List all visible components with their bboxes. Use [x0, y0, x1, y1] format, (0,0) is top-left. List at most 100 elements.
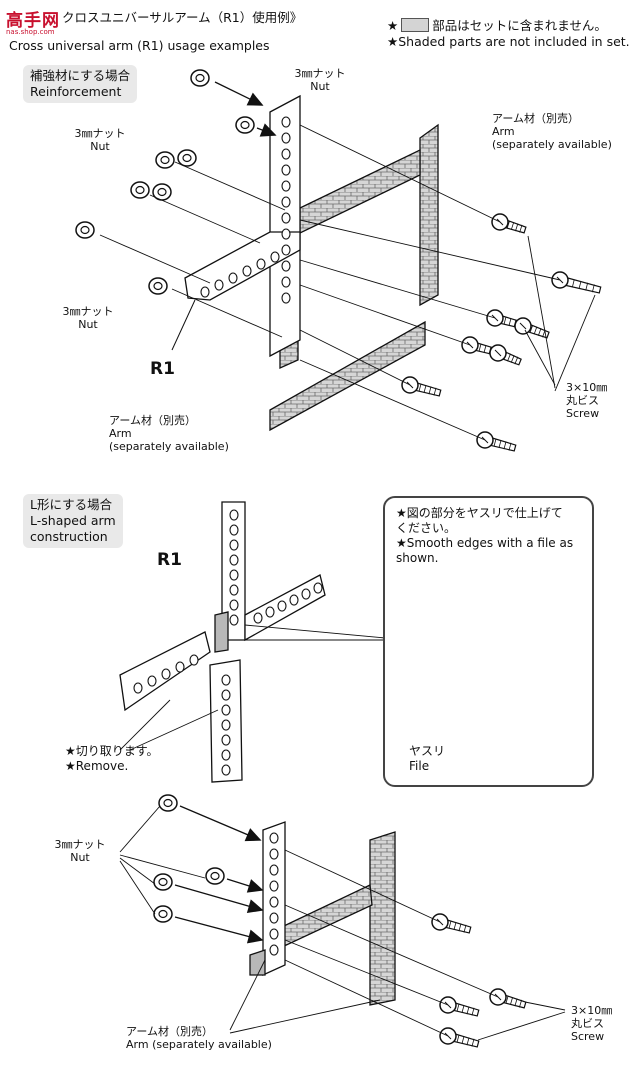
- screw-s1-5-thread: [498, 440, 502, 448]
- nut-s1-1-hole: [240, 120, 250, 130]
- guide-line-s3-0: [284, 849, 441, 923]
- removed-hole: [221, 764, 231, 776]
- guide-line-s1-1: [149, 194, 261, 244]
- leader-inset: [244, 624, 386, 639]
- r1-hole: [214, 279, 224, 291]
- arrow-nut-s3-0-shaft: [179, 805, 261, 841]
- nut-s1-4-hole: [135, 185, 145, 195]
- screw-s1-1-thread: [585, 282, 589, 291]
- removed-hole: [161, 668, 171, 680]
- r1-l-hole: [229, 584, 239, 596]
- screw-s3-3-thread: [471, 1038, 475, 1047]
- screw-s1-1-thread: [591, 284, 595, 293]
- r1-s3-hole: [269, 912, 279, 924]
- r1-l-hole: [265, 606, 275, 618]
- leader-remove: [129, 709, 219, 751]
- screw-s1-5-thread: [508, 442, 512, 451]
- section-lshape-title: L形にする場合 L-shaped arm construction: [23, 494, 123, 548]
- arm-beam-front: [269, 320, 426, 432]
- nut-s3-0-hole: [163, 798, 173, 808]
- screw-s1-3-thread: [483, 345, 487, 353]
- r1-hole: [242, 265, 252, 277]
- removed-hole: [147, 675, 157, 687]
- r1-s3-hole: [269, 864, 279, 876]
- site-logo: 高手网 nas.shop.com: [6, 6, 60, 36]
- nut-s1-3-hole: [160, 155, 170, 165]
- arm-label-top: アーム材（別売）Arm(separately available): [492, 112, 612, 151]
- screw-s1-7-thread: [510, 355, 515, 363]
- screw-s3-2-thread: [471, 1007, 475, 1016]
- r1-s3-cut: [249, 949, 266, 976]
- guide-line-screw-4: [299, 329, 411, 386]
- r1-l-hole: [229, 524, 239, 536]
- page-title-jp: クロスユニバーサルアーム（R1）使用例》: [62, 10, 303, 25]
- arrow-nut-s3-0-head: [244, 828, 262, 842]
- screw-s3-2-thread: [461, 1005, 465, 1013]
- logo-sub: nas.shop.com: [6, 28, 55, 36]
- screw-s3-3-thread: [456, 1034, 460, 1043]
- nut-s3-2-hole: [158, 877, 168, 887]
- screw-s3-2-thread: [466, 1006, 470, 1015]
- leader-screw: [554, 294, 596, 392]
- r1-s3-hole: [269, 832, 279, 844]
- screw-s1-4-thread: [423, 385, 427, 393]
- guide-line-s3-1: [284, 904, 499, 998]
- leader-screw-s3: [477, 1011, 566, 1041]
- r1-hole: [200, 286, 210, 298]
- r1-s3-hole: [269, 944, 279, 956]
- removed-hole: [221, 734, 231, 746]
- screw-s1-1-thread: [571, 279, 575, 288]
- r1-l-hole: [289, 594, 299, 606]
- removed-hole: [221, 749, 231, 761]
- r1-l-hole: [277, 600, 287, 612]
- leader-nut-s3: [119, 860, 156, 915]
- cut-part-shaded: [214, 611, 229, 653]
- screw-s1-6-thread: [537, 328, 542, 336]
- screw-s1-1-thread: [578, 281, 582, 289]
- guide-line-s1-2: [99, 234, 211, 284]
- nut-s1-5-hole: [157, 187, 167, 197]
- screw-s1-6-thread: [529, 325, 534, 333]
- arm-column-back: [419, 123, 439, 307]
- screw-s1-0-thread: [515, 223, 519, 232]
- star-glyph: ★: [387, 18, 399, 33]
- arrow-nut-s3-3-shaft: [174, 916, 263, 941]
- guide-line-s1-0: [174, 161, 286, 211]
- leader-remove: [119, 699, 171, 751]
- screw-s3-1-thread: [509, 997, 514, 1005]
- arm-label-bottom: アーム材（別売）Arm(separately available): [109, 414, 229, 453]
- screw-s1-3-thread: [478, 343, 482, 352]
- arm-label-3: アーム材（別売）Arm (separately available): [126, 1025, 272, 1051]
- screw-s3-1-thread: [518, 999, 523, 1008]
- screw-s3-3-thread: [461, 1036, 465, 1044]
- screw-s3-0-thread: [458, 923, 462, 932]
- guide-line-s3-3: [284, 959, 449, 1037]
- removed-hole: [189, 654, 199, 666]
- screw-s1-7-slot: [494, 349, 502, 357]
- screw-s1-0-thread: [510, 222, 515, 230]
- leader-screw: [527, 235, 556, 389]
- screw-s1-5-thread: [493, 438, 497, 447]
- r1-s3-hole: [269, 880, 279, 892]
- screw-s3-1-thread: [505, 995, 509, 1004]
- inset-instruction: ★図の部分をヤスリで仕上げてください。 ★Smooth edges with a…: [396, 506, 574, 565]
- screw-s1-2-thread: [508, 318, 512, 326]
- r1-hole: [281, 164, 291, 176]
- screw-s1-6-thread: [533, 326, 538, 335]
- guide-line-screw-2: [299, 259, 496, 319]
- guide-line-screw-1: [299, 219, 561, 281]
- screw-s1-0-thread: [519, 224, 523, 233]
- nut-s1-0-hole: [195, 73, 205, 83]
- screw-s1-7-thread: [507, 353, 511, 362]
- arrow-nut-top-head: [246, 92, 264, 106]
- r1-hole: [281, 260, 291, 272]
- r1-hole: [281, 292, 291, 304]
- screw-s1-5-thread: [503, 441, 507, 450]
- removed-hole: [221, 704, 231, 716]
